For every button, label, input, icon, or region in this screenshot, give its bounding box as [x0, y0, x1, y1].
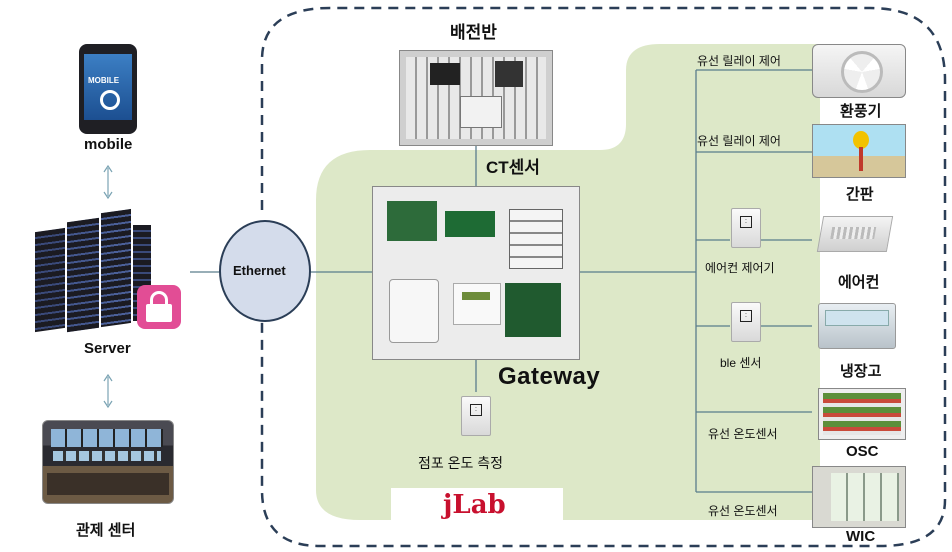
device-label-3: 에어컨: [838, 274, 880, 291]
link-label-6: 유선 온도센서: [708, 504, 778, 518]
ventilation-fan-image: [812, 44, 906, 98]
link-label-5: 유선 온도센서: [708, 427, 778, 441]
logo-text: jLab: [443, 490, 506, 520]
gateway-label: Gateway: [498, 363, 601, 390]
control-center-label: 관제 센터: [76, 522, 136, 539]
link-label-1: 유선 릴레이 제어: [697, 54, 781, 68]
device-label-6: WIC: [846, 528, 876, 545]
wic-image: [812, 466, 906, 528]
refrigerator-image: [818, 303, 896, 349]
aircon-image: [816, 216, 894, 252]
link-label-3: 에어컨 제어기: [705, 261, 775, 275]
link-label-2: 유선 릴레이 제어: [697, 134, 781, 148]
distribution-panel-image: [399, 50, 553, 146]
mobile-label: mobile: [84, 136, 133, 153]
control-center-image: [42, 420, 174, 504]
device-label-4: 냉장고: [840, 363, 882, 380]
spot-temp-sensor-icon: :: [461, 396, 491, 436]
spot-temp-label: 점포 온도 측정: [418, 455, 504, 471]
device-label-1: 환풍기: [840, 103, 882, 120]
server-label: Server: [84, 340, 131, 357]
distribution-panel-title: 배전반: [450, 23, 497, 42]
link-label-4: ble 센서: [720, 356, 762, 370]
jlab-logo: jLab: [391, 488, 563, 524]
osc-image: [818, 388, 906, 440]
gear-icon: [100, 90, 120, 110]
network-boundary: [260, 6, 947, 548]
device-label-2: 간판: [846, 186, 874, 203]
ethernet-label: Ethernet: [233, 263, 286, 278]
lock-icon: [137, 285, 181, 329]
device-label-5: OSC: [846, 443, 879, 460]
aircon-controller-icon: :: [731, 208, 761, 248]
ethernet-node: Ethernet: [219, 220, 311, 322]
signboard-image: [812, 124, 906, 178]
fan-icon: [841, 51, 883, 93]
gateway-image: [372, 186, 580, 360]
mobile-phone-icon: MOBILE: [79, 44, 137, 134]
ble-sensor-icon: :: [731, 302, 761, 342]
mobile-screen-text: MOBILE: [88, 76, 120, 85]
server-rack-icon: [35, 205, 185, 335]
ct-sensor-label: CT센서: [486, 158, 540, 177]
